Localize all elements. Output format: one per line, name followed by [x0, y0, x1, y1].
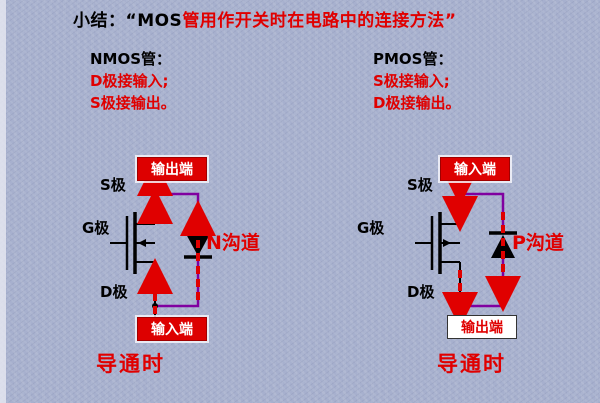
pmos-rule-1: S极接输入;: [373, 72, 450, 90]
nmos-output-terminal-badge: 输出端: [137, 157, 207, 181]
purple-wire-loop: [155, 192, 200, 308]
title-red-text: 管用作开关时在电路中的连接方法: [182, 11, 445, 31]
nmos-s-pin-label: S极: [100, 176, 126, 194]
pmos-symbol-icon: [430, 212, 460, 274]
left-edge-strip: [0, 0, 6, 403]
pmos-g-pin-label: G极: [357, 219, 385, 237]
nmos-header: NMOS管：: [90, 50, 172, 68]
title-open-quote: “: [125, 11, 138, 31]
nmos-rules-block: NMOS管： D极接输入; S极接输出。: [90, 48, 176, 114]
nmos-state-label: 导通时: [96, 352, 165, 376]
pmos-state-label: 导通时: [437, 352, 506, 376]
pmos-input-terminal-badge: 输入端: [440, 157, 510, 181]
nmos-rule-2: S极接输出。: [90, 94, 176, 112]
n-channel-label: N沟道: [206, 232, 260, 254]
pmos-circuit-drawing: [415, 170, 521, 328]
pmos-rules-block: PMOS管： S极接输入; D极接输出。: [373, 48, 460, 114]
nmos-rule-1: D极接输入;: [90, 72, 169, 90]
pmos-rule-2: D极接输出。: [373, 94, 461, 112]
title-close-quote: ”: [444, 11, 457, 31]
title-prefix: 小结：: [73, 11, 126, 31]
pmos-s-pin-label: S极: [407, 176, 433, 194]
nmos-input-terminal-badge: 输入端: [137, 317, 207, 341]
pmos-header: PMOS管：: [373, 50, 453, 68]
pmos-output-terminal-badge: 输出端: [447, 315, 517, 339]
title-mos: MOS: [137, 11, 183, 31]
page-title: 小结：“MOS管用作开关时在电路中的连接方法”: [73, 6, 457, 31]
nmos-symbol-icon: [125, 212, 155, 274]
main-wires: [110, 180, 156, 328]
main-wires: [415, 180, 461, 328]
nmos-d-pin-label: D极: [100, 283, 128, 301]
nmos-g-pin-label: G极: [82, 219, 110, 237]
body-arrow-icon: [443, 239, 451, 247]
p-channel-label: P沟道: [512, 232, 564, 254]
pmos-d-pin-label: D极: [407, 283, 435, 301]
body-arrow-icon: [138, 239, 146, 247]
